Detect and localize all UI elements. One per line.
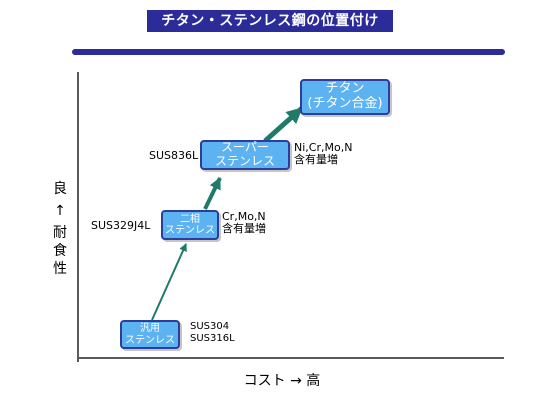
title-underline-bar	[72, 49, 505, 55]
y-axis-label-char: 耐	[53, 225, 67, 241]
box-line: 二相	[180, 213, 200, 225]
arrow-duplex-to-super	[203, 177, 222, 210]
arrow-general-to-duplex	[151, 243, 187, 321]
label-super-elements: Ni,Cr,Mo,N 含有量増	[294, 142, 352, 166]
label-general-grades: SUS304 SUS316L	[190, 321, 235, 345]
box-line: ステンレス	[165, 225, 215, 236]
label-super-grade: SUS836L	[149, 149, 199, 162]
box-line: ステンレス	[125, 334, 175, 346]
y-axis-up-arrow-icon: ↑	[54, 203, 66, 219]
box-titanium: チタン (チタン合金)	[300, 79, 390, 115]
element-text: 含有量増	[294, 153, 338, 166]
label-duplex-grade: SUS329J4L	[91, 219, 151, 232]
box-line: チタン	[325, 81, 365, 97]
box-line: 汎用	[140, 323, 160, 334]
y-axis-top-label: 良	[53, 181, 67, 197]
box-line: ステンレス	[214, 154, 275, 168]
box-duplex-stainless: 二相 ステンレス	[161, 210, 219, 240]
y-axis-label-char: 食	[53, 243, 67, 259]
y-axis-label-char: 性	[53, 261, 67, 277]
diagram-title: チタン・ステンレス鋼の位置付け	[147, 10, 393, 32]
x-axis-line	[77, 357, 504, 359]
arrow-super-to-titanium	[263, 106, 304, 143]
element-text: Cr,Mo,N	[222, 210, 266, 223]
x-axis-label: コスト → 高	[243, 373, 321, 389]
grade-text: SUS304	[190, 321, 230, 332]
box-line: スーパー	[221, 140, 269, 155]
label-duplex-elements: Cr,Mo,N 含有量増	[222, 211, 266, 235]
element-text: Ni,Cr,Mo,N	[294, 141, 353, 154]
element-text: 含有量増	[222, 222, 266, 235]
y-axis-line	[77, 72, 79, 362]
box-line: (チタン合金)	[307, 96, 383, 111]
y-axis-label: 良 ↑ 耐 食 性	[49, 180, 71, 278]
box-super-stainless: スーパー ステンレス	[200, 140, 290, 170]
grade-text: SUS316L	[190, 333, 235, 344]
box-general-stainless: 汎用 ステンレス	[120, 320, 180, 349]
